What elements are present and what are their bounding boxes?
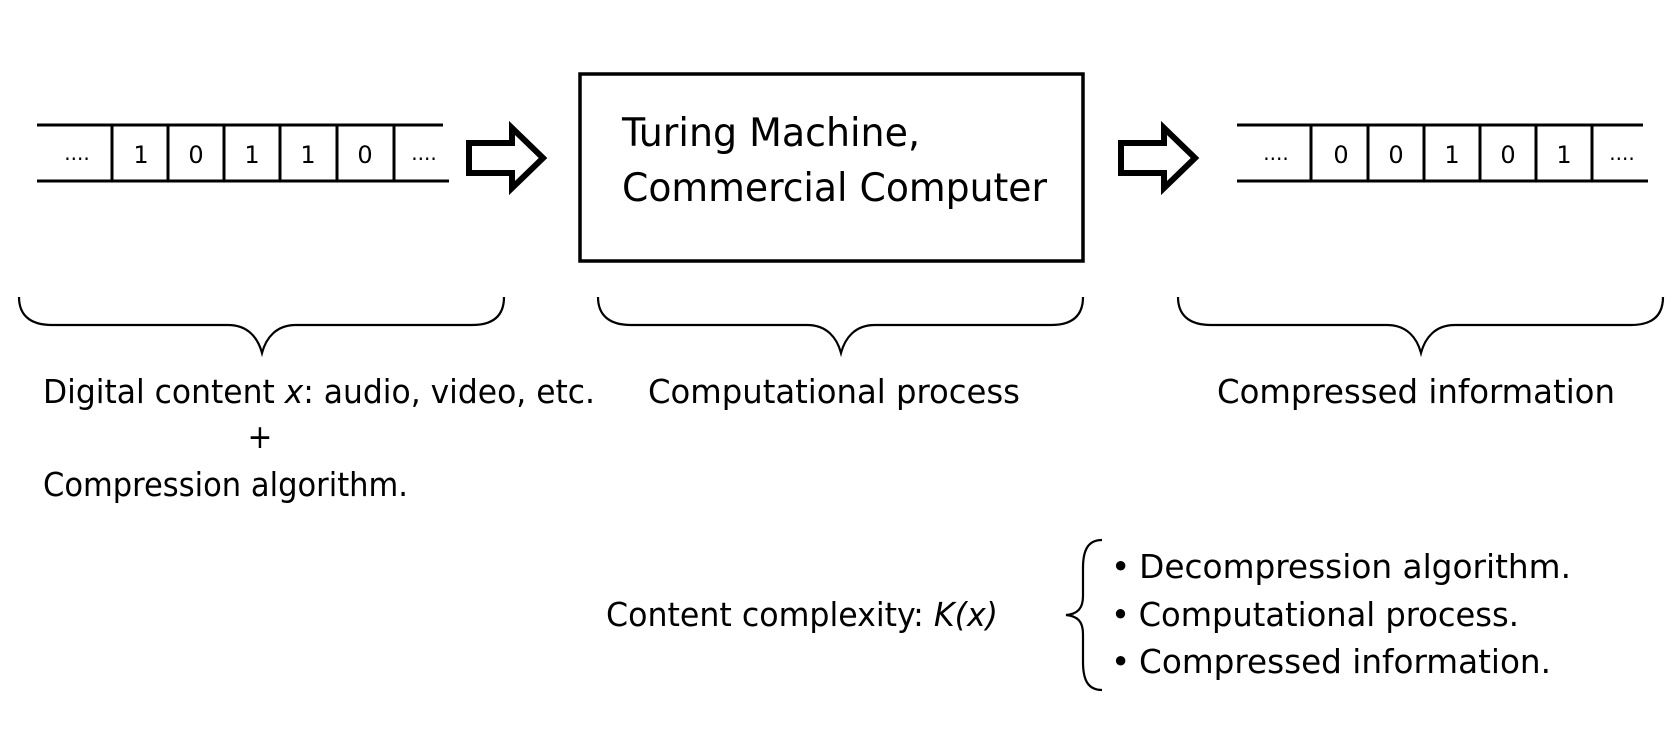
output-label: Compressed information: [1217, 372, 1615, 411]
processor-title-line1: Turing Machine,: [621, 111, 920, 156]
output-tape-cell: 0: [1500, 141, 1515, 169]
input-tape-cell: 0: [357, 141, 372, 169]
complexity-list-item: •Decompression algorithm.: [1111, 547, 1571, 586]
input-tape-cell-ellipsis-right: ....: [411, 141, 436, 165]
input-label-line3: Compression algorithm.: [43, 465, 408, 504]
complexity-label-text: Content complexity:: [606, 595, 934, 634]
output-tape-cell-ellipsis-right: ....: [1609, 141, 1634, 165]
complexity-item-text: Computational process.: [1139, 595, 1519, 634]
processor-box-frame: [578, 72, 1085, 263]
complexity-item-text: Decompression algorithm.: [1139, 547, 1571, 586]
processor-title-line2: Commercial Computer: [622, 166, 1048, 211]
process-label: Computational process: [648, 372, 1020, 411]
input-tape-cell-ellipsis-left: ....: [64, 141, 89, 165]
processor-box: Turing Machine, Commercial Computer: [578, 72, 1085, 263]
input-tape: .... 1 0 1 1 0 ....: [37, 123, 449, 183]
input-label-variable: x: [284, 372, 304, 411]
bullet-icon: •: [1111, 642, 1130, 681]
output-tape: .... 0 0 1 0 1 ....: [1237, 123, 1648, 183]
right-arrow-icon: [466, 120, 548, 196]
complexity-item-text: Compressed information.: [1139, 642, 1551, 681]
process-brace: [596, 296, 1085, 358]
input-label-text-rest: : audio, video, etc.: [303, 372, 595, 411]
complexity-list: •Decompression algorithm. •Computational…: [1111, 547, 1571, 681]
output-tape-cell: 0: [1388, 141, 1403, 169]
output-tape-cell: 1: [1556, 141, 1571, 169]
input-label-text: Digital content: [43, 372, 285, 411]
output-brace: [1176, 296, 1665, 358]
complexity-label-variable: K(x): [934, 595, 998, 634]
input-label-plus: +: [248, 417, 273, 456]
right-arrow-icon: [1118, 120, 1200, 196]
bullet-icon: •: [1111, 547, 1130, 586]
output-tape-cell: 1: [1444, 141, 1459, 169]
output-tape-cell-ellipsis-left: ....: [1263, 141, 1288, 165]
input-tape-cell: 0: [188, 141, 203, 169]
complexity-label: Content complexity: K(x): [606, 595, 998, 634]
output-tape-cell: 0: [1333, 141, 1348, 169]
input-tape-cell: 1: [133, 141, 148, 169]
complexity-list-item: •Compressed information.: [1111, 642, 1551, 681]
complexity-list-item: •Computational process.: [1111, 595, 1519, 634]
complexity-brace: [1065, 538, 1103, 692]
bullet-icon: •: [1111, 595, 1130, 634]
input-label-line1: Digital content x: audio, video, etc.: [43, 372, 595, 411]
input-tape-cell: 1: [244, 141, 259, 169]
input-tape-cell: 1: [300, 141, 315, 169]
input-brace: [17, 296, 506, 358]
